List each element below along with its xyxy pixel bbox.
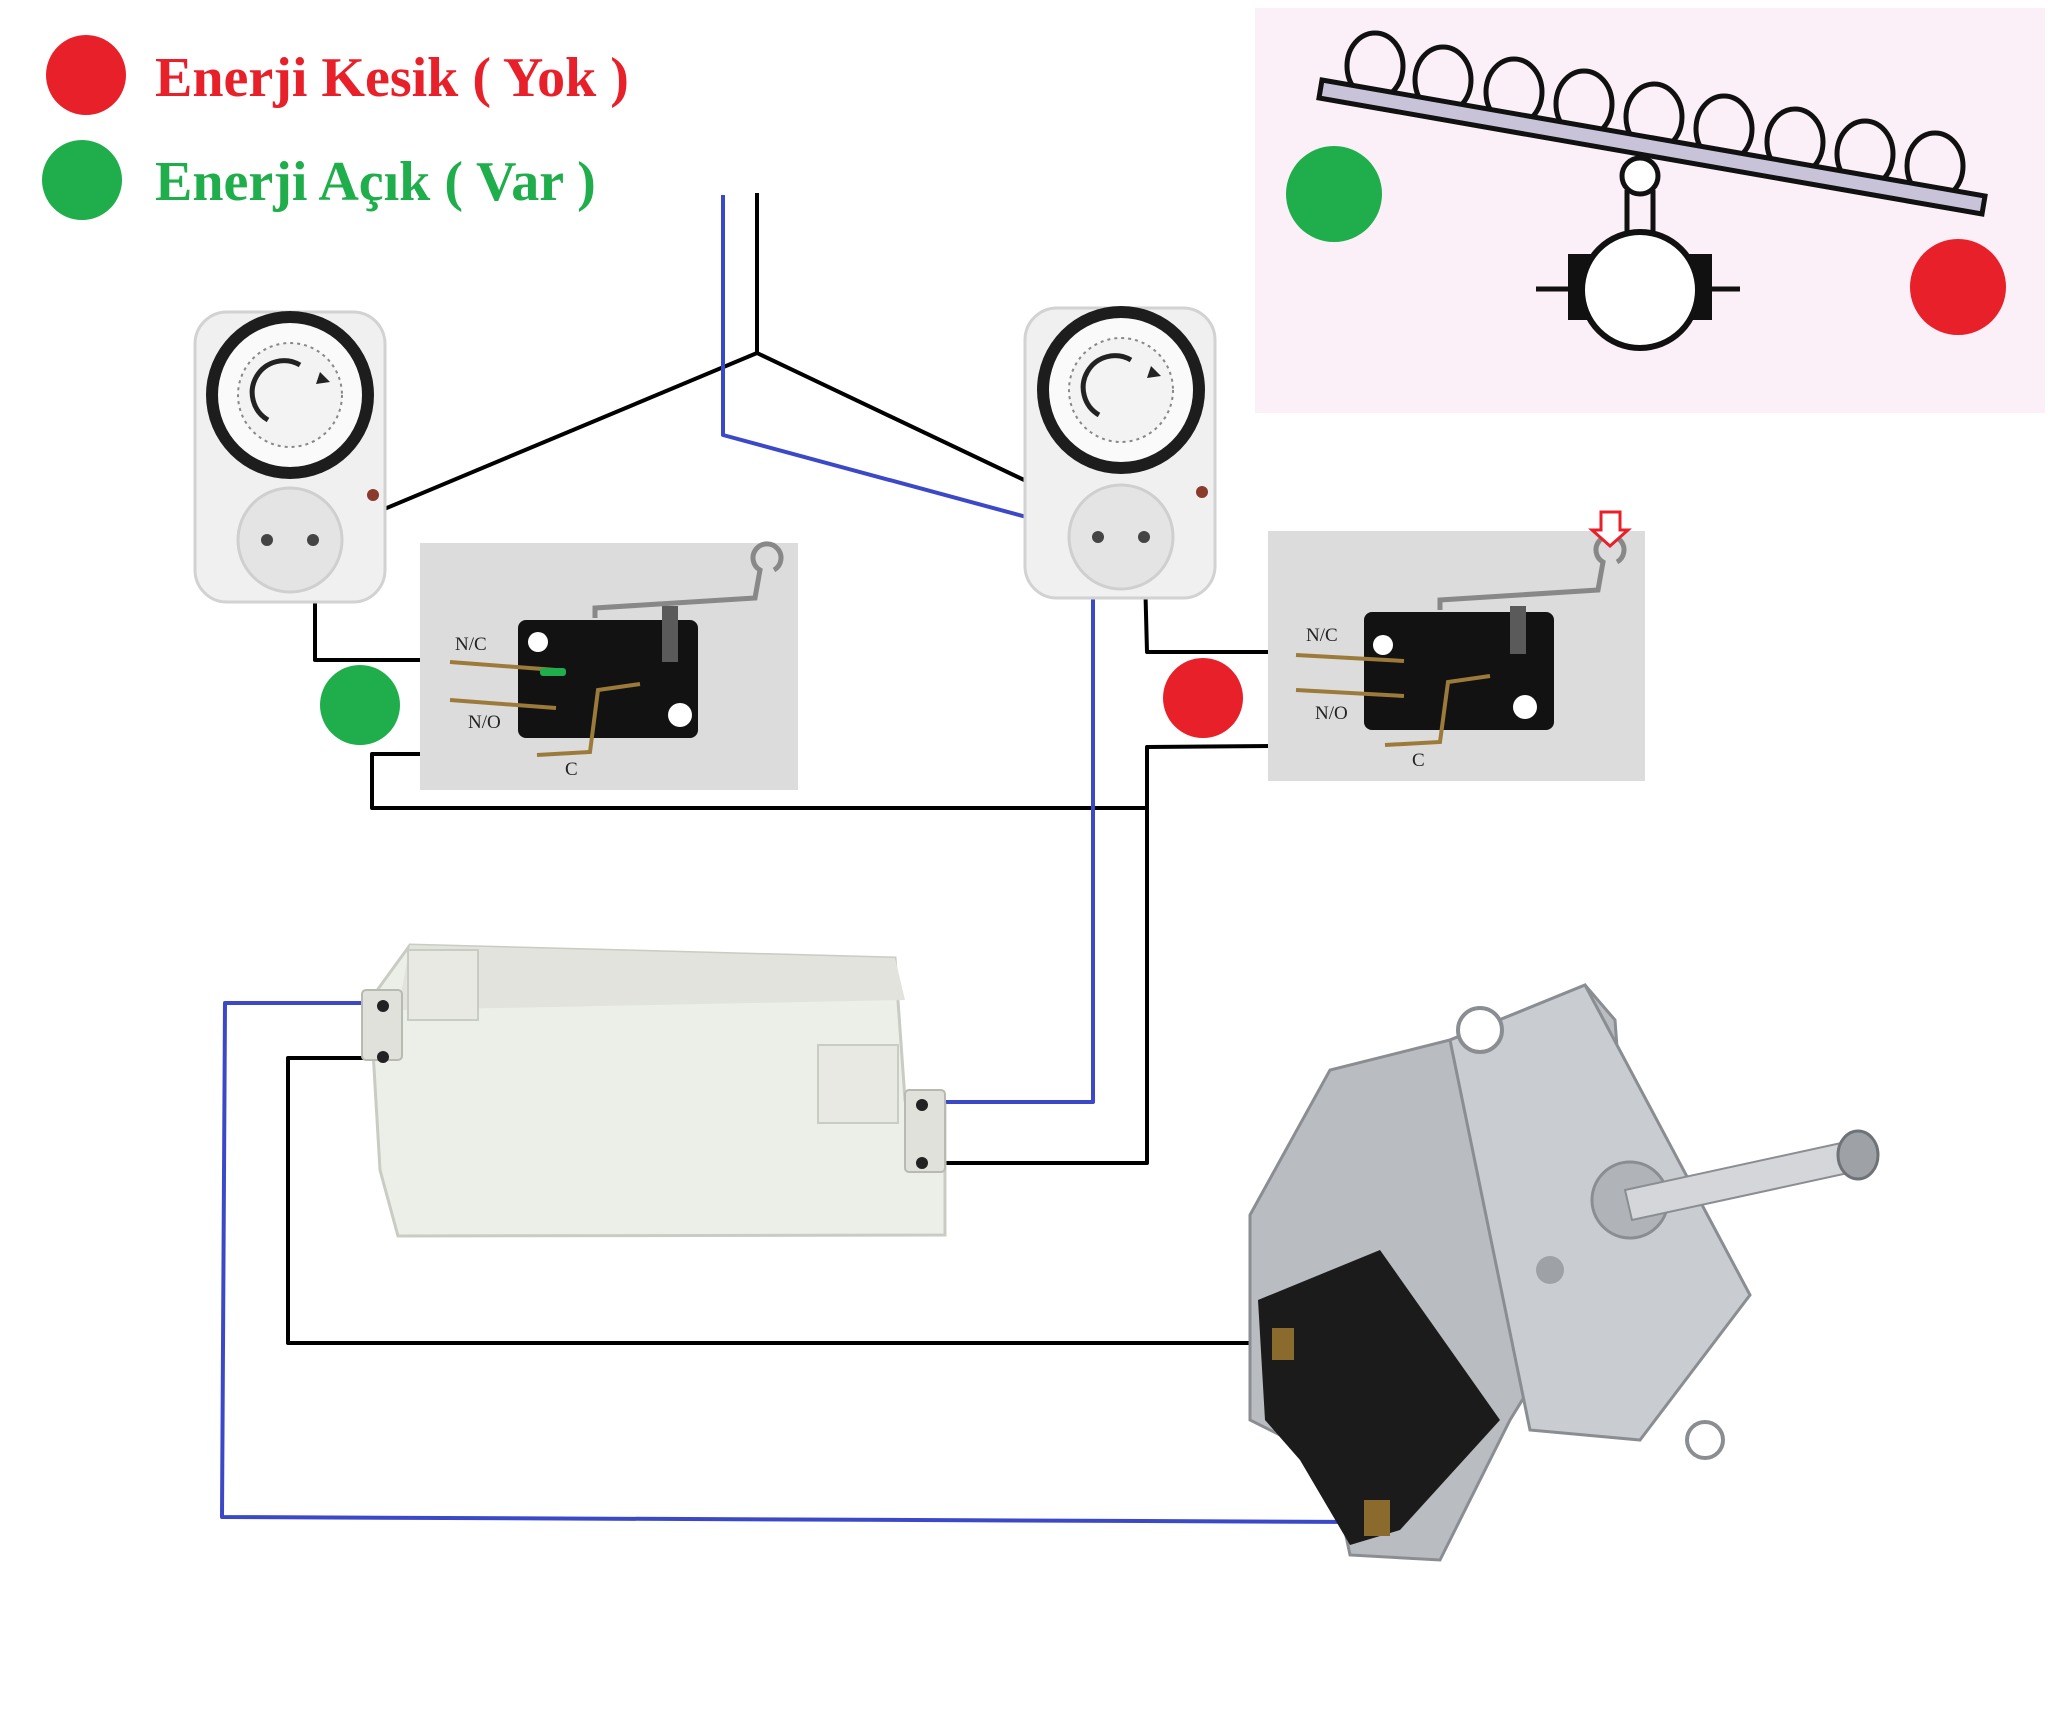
switch-left-nc-label: N/C: [455, 634, 487, 655]
egg-tray-inset: [1255, 8, 2045, 413]
synchronous-motor-icon: [1248, 983, 1880, 1562]
micro-switch-left: N/C N/O C: [420, 541, 798, 790]
legend: Enerji Kesik ( Yok ) Enerji Açık ( Var ): [42, 35, 629, 220]
switch-left-c-label: C: [565, 759, 578, 780]
tray-on-indicator: [1286, 146, 1382, 242]
neutral-wire-motor: [220, 1001, 1363, 1524]
down-arrow-icon: [1588, 510, 1632, 549]
timer-socket-left: [193, 310, 387, 604]
phase-wire-motor: [286, 1056, 1267, 1345]
legend-off-dot: [46, 35, 126, 115]
legend-on-dot: [42, 140, 122, 220]
motor-symbol-icon: [1536, 229, 1740, 351]
egg-tray-icon: [1316, 30, 1988, 238]
switch-right-nc-label: N/C: [1306, 625, 1338, 646]
phase-wire-right-c: [930, 743, 1386, 1165]
power-adapter-icon: [361, 943, 947, 1238]
switch-right-no-label: N/O: [1315, 703, 1348, 724]
legend-on-label: Enerji Açık ( Var ): [155, 151, 596, 213]
timer-socket-right: [1023, 306, 1217, 600]
switch-right-c-label: C: [1412, 750, 1425, 771]
switch-left-no-label: N/O: [468, 712, 501, 733]
legend-off-label: Enerji Kesik ( Yok ): [155, 47, 629, 109]
switch-right-state-off: [1163, 658, 1243, 738]
micro-switch-right: N/C N/O C: [1268, 510, 1645, 781]
switch-left-contact-active: [540, 668, 566, 676]
switch-left-state-on: [320, 665, 400, 745]
tray-off-indicator: [1910, 239, 2006, 335]
